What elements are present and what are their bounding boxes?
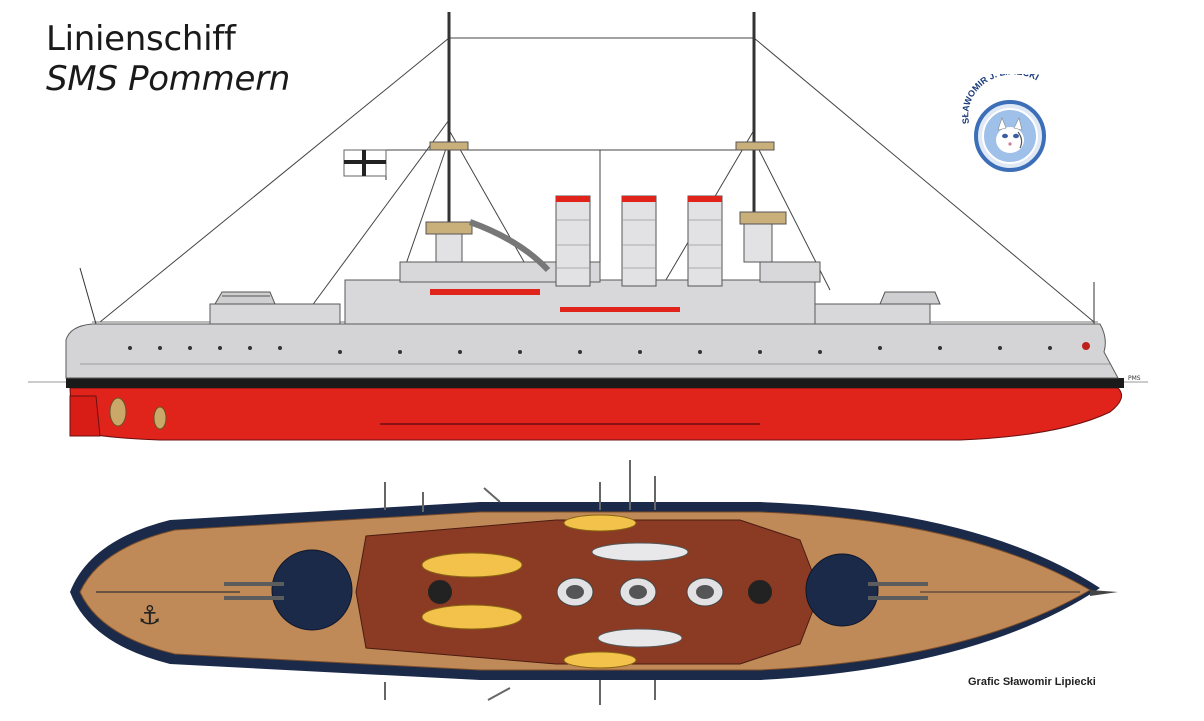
hull-side bbox=[65, 323, 1119, 379]
booms bbox=[384, 460, 656, 705]
funnels bbox=[555, 195, 723, 287]
credit-text: Grafic Sławomir Lipiecki bbox=[968, 676, 1096, 688]
boats bbox=[421, 514, 689, 669]
anchor-icon: ⚓ bbox=[138, 601, 161, 631]
propeller-icon bbox=[109, 397, 167, 430]
top-main-turrets bbox=[224, 549, 928, 631]
title-block: Linienschiff SMS Pommern bbox=[46, 22, 290, 96]
main-turrets bbox=[214, 291, 941, 305]
title-line-1: Linienschiff bbox=[46, 19, 236, 59]
top-view: ⚓ bbox=[70, 460, 1118, 705]
portholes bbox=[128, 346, 1052, 354]
artist-seal-logo: SŁAWOMIR J. LIPIECKI bbox=[960, 74, 1046, 172]
ensign-flag-icon bbox=[343, 149, 387, 180]
bow-marker: PMS bbox=[1128, 375, 1141, 382]
boat-crane bbox=[468, 219, 551, 273]
title-line-2: SMS Pommern bbox=[46, 59, 290, 99]
hull-underwater bbox=[69, 387, 1123, 441]
boot-topping bbox=[66, 378, 1124, 388]
masts bbox=[425, 12, 787, 263]
superstructure bbox=[209, 261, 931, 325]
side-profile: PMS bbox=[28, 12, 1148, 441]
